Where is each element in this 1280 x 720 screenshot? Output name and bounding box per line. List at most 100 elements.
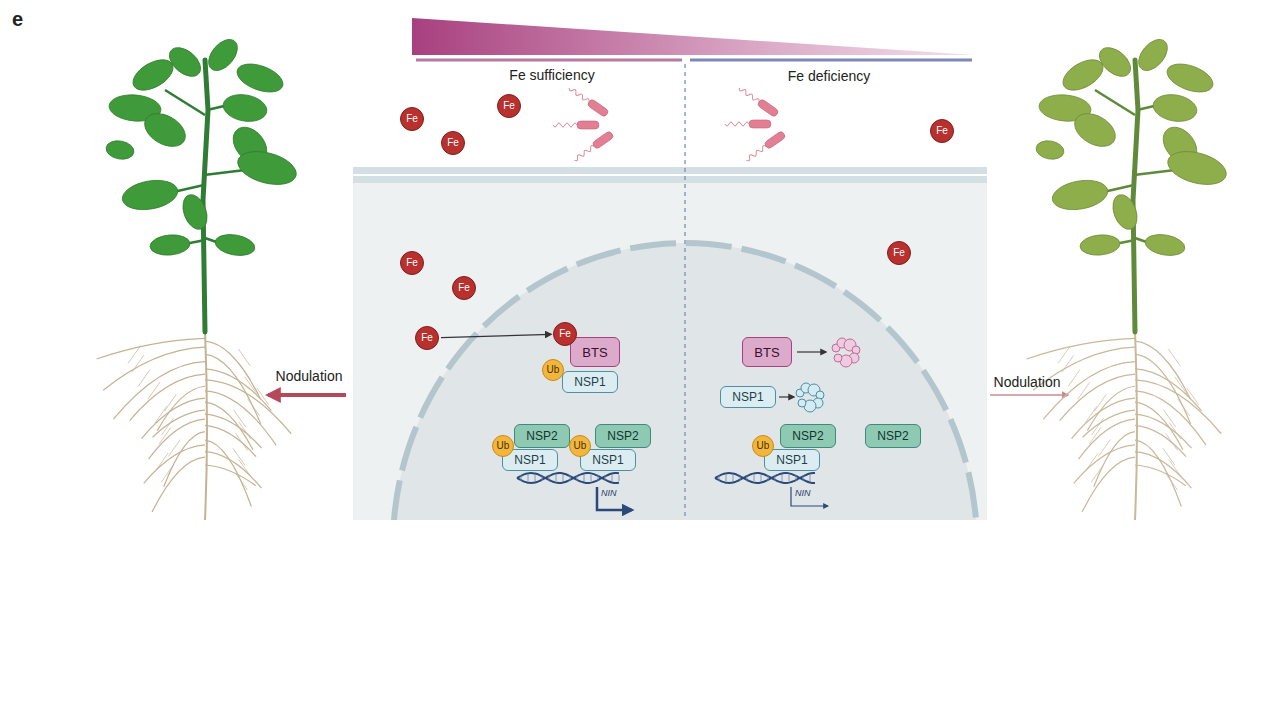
gene-label: NIN [601,489,617,499]
divider-line [684,64,685,520]
node-text: NSP1 [514,454,545,466]
gradient-triangle [412,18,975,55]
node-text: Fe [503,101,515,111]
condition-label: Fe deficiency [788,69,870,84]
soybean-plant [1027,34,1230,520]
node-text: Fe [406,114,418,124]
iron-ion: Fe [930,119,954,143]
leaf [1069,107,1121,153]
nsp1-protein: NSP1 [764,449,820,471]
bacterium [737,85,779,118]
leaf [164,42,206,82]
iron-ion: Fe [553,322,577,346]
transport-arrow [441,334,551,337]
dna-strand [517,473,619,483]
dna-strand [715,473,815,483]
nodulation-arrow [990,394,1068,396]
degradation-arrow [797,351,826,352]
leaf [120,176,180,213]
leaf [1151,91,1199,124]
bacteria [553,85,786,164]
leaf [1094,42,1136,82]
leaf [233,59,286,98]
leaf [1164,146,1230,191]
node-text: Fe [893,248,905,258]
leaf [1079,233,1121,256]
dna-strand [517,473,619,483]
node-text: NSP2 [877,430,908,442]
node-text: Ub [574,441,587,451]
bacterium [553,121,599,129]
nucleus [393,243,977,520]
node-text: Ub [547,365,560,375]
transcription-arrow [791,487,828,506]
iron-ion: Fe [400,107,424,131]
bacterium [567,85,609,118]
iron-ion: Fe [415,326,439,350]
gene-label: NIN [795,489,811,499]
nsp2-protein: NSP2 [595,424,651,448]
process-label: Nodulation [994,375,1061,390]
ubiquitin: Ub [542,359,564,381]
node-text: NSP1 [592,454,623,466]
bts-protein: BTS [570,337,620,367]
bracket-line [416,59,682,62]
leaf [1109,191,1142,232]
degraded-protein [832,338,860,367]
bacterium [572,130,614,163]
leaf [221,91,269,124]
leaf [214,232,257,259]
root-system [97,330,292,520]
leaf [234,146,300,191]
leaf [139,107,191,153]
nsp2-protein: NSP2 [514,424,570,448]
node-text: BTS [582,346,607,359]
node-text: NSP2 [607,430,638,442]
bacterium [744,130,786,163]
panel-letter: e [12,8,23,30]
bracket-line [690,59,972,62]
nsp1-protein: NSP1 [562,371,618,393]
iron-ion: Fe [887,241,911,265]
condition-label: Fe sufficiency [509,68,594,83]
node-text: BTS [754,346,779,359]
nsp2-protein: NSP2 [865,424,921,448]
degradation-arrow [779,396,794,397]
membrane [353,167,987,183]
leaf [149,233,191,256]
transcription-arrow [597,487,632,510]
nodulation-arrow [268,393,346,397]
nsp2-protein: NSP2 [780,424,836,448]
node-text: NSP1 [574,376,605,388]
dna-helix [517,473,815,483]
ubiquitin: Ub [569,435,591,457]
leaf [1050,176,1110,213]
node-text: Fe [458,283,470,293]
ubiquitin: Ub [752,435,774,457]
degraded-protein [796,383,824,412]
bacterium [725,120,771,128]
soybean-plant [97,34,300,520]
leaf [1163,59,1216,98]
iron-ion: Fe [400,251,424,275]
iron-ion: Fe [452,276,476,300]
leaf [203,34,243,76]
leaf [1035,139,1066,162]
node-text: Ub [497,441,510,451]
node-text: Ub [757,441,770,451]
bts-protein: BTS [742,337,792,367]
leaf [105,139,136,162]
node-text: NSP2 [526,430,557,442]
root-system [1027,330,1222,520]
node-text: Fe [559,329,571,339]
leaf [179,191,212,232]
node-text: Fe [421,333,433,343]
node-text: Fe [447,138,459,148]
leaf [1144,232,1187,259]
node-text: NSP1 [776,454,807,466]
nsp1-protein: NSP1 [720,386,776,408]
membrane [353,174,987,176]
